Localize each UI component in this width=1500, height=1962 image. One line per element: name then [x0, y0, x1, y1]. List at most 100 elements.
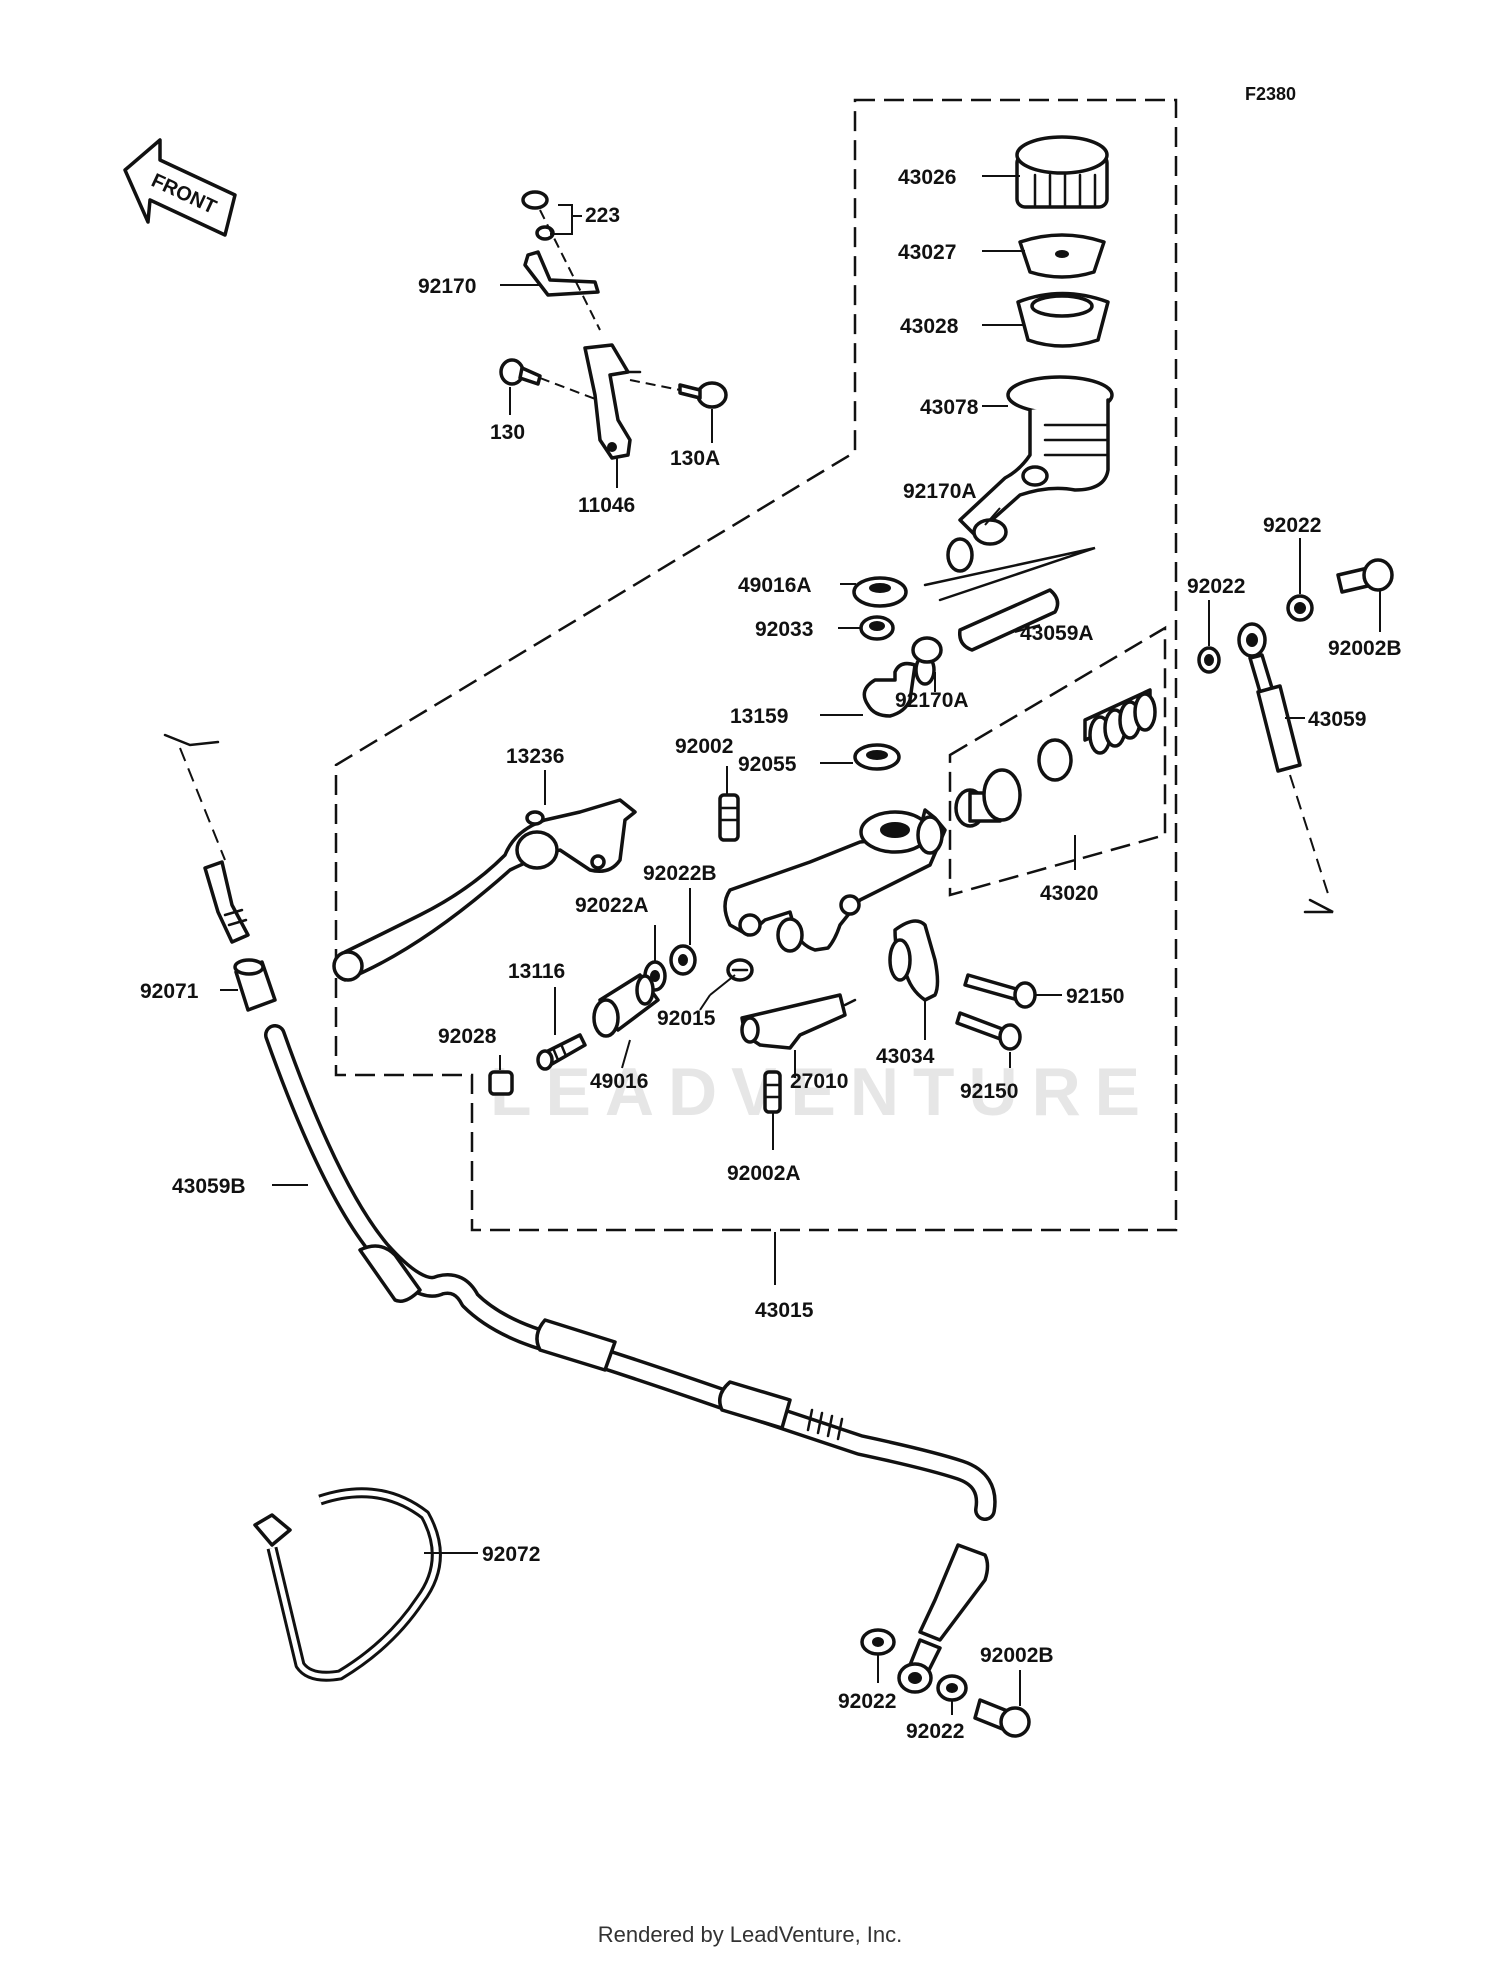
label-92002B-right: 92002B [1328, 637, 1402, 660]
bolt-92150-lower-part [955, 1011, 1022, 1051]
label-49016A: 49016A [738, 574, 812, 597]
label-92150-lower: 92150 [960, 1080, 1018, 1103]
clutch-lever-part [332, 798, 637, 982]
label-92002A: 92002A [727, 1162, 801, 1185]
cable-boot-92071-part [233, 958, 277, 1012]
label-92022-bottom-left: 92022 [838, 1690, 896, 1713]
hose-cut-marker [923, 546, 1096, 602]
cable-break-marker-left [163, 733, 220, 747]
label-130A: 130A [670, 447, 720, 470]
front-arrow-icon: FRONT [123, 138, 237, 237]
hose-clamp-lower-part [911, 636, 943, 664]
diaphragm-plate-part [1018, 233, 1106, 279]
watermark: LEADVENTURE [490, 1054, 1154, 1130]
assembly-line-130 [539, 377, 599, 401]
hose-break-marker-right [1303, 898, 1334, 914]
assembly-line-130A [629, 379, 681, 391]
label-92071: 92071 [140, 980, 199, 1003]
label-43015: 43015 [755, 1299, 814, 1322]
hose-end-lower-part [897, 1543, 990, 1694]
assembly-boundary-43015 [334, 98, 1178, 1232]
banjo-bolt-92002B-bottom-part [973, 1698, 1031, 1738]
kit-boundary-43020 [948, 625, 1167, 897]
pushrod-part [536, 1033, 587, 1071]
diaphragm-part [1016, 291, 1110, 348]
hose-clamp-upper-part [946, 518, 1008, 573]
grommet-part [852, 576, 908, 608]
screw-223-part [521, 190, 555, 241]
bolt-130-part [499, 358, 542, 386]
label-43059: 43059 [1308, 708, 1366, 731]
screw-92002A-part [763, 1070, 782, 1114]
bleeder-92002-part [718, 793, 740, 842]
label-92015: 92015 [657, 1007, 716, 1030]
part-labels: 43026 43027 43028 43078 92170A 49016A 92… [140, 166, 1402, 1743]
banjo-bolt-92002B-right-part [1336, 558, 1394, 594]
label-92055: 92055 [738, 753, 797, 776]
washer-92022B-part [669, 944, 697, 976]
washer-92022-bottom-left-part [860, 1628, 896, 1656]
label-92170A-upper: 92170A [903, 480, 977, 503]
clamp-43034-part [888, 919, 940, 1002]
cap-92028-part [488, 1070, 514, 1096]
label-92022-right-upper: 92022 [1263, 514, 1321, 537]
label-43059B: 43059B [172, 1175, 246, 1198]
cable-center-line [179, 747, 226, 861]
label-43026: 43026 [898, 166, 956, 189]
label-92170: 92170 [418, 275, 476, 298]
label-92072: 92072 [482, 1543, 540, 1566]
hose-elbow-part [862, 654, 936, 718]
label-92033: 92033 [755, 618, 813, 641]
label-92022-bottom-right: 92022 [906, 1720, 964, 1743]
label-43027: 43027 [898, 241, 956, 264]
washer-92022-right-upper-part [1286, 594, 1314, 622]
reservoir-hose-part [958, 588, 1060, 652]
clutch-hose-43059B-part [264, 1024, 997, 1521]
bracket-92170-part [523, 250, 600, 297]
label-92170A-lower: 92170A [895, 689, 969, 712]
label-13116: 13116 [508, 960, 565, 983]
label-130: 130 [490, 421, 525, 444]
label-13236: 13236 [506, 745, 564, 768]
label-43028: 43028 [900, 315, 959, 338]
secondary-cup-part [1037, 738, 1073, 782]
washer-92022-bottom-right-part [936, 1674, 968, 1702]
label-43020: 43020 [1040, 882, 1098, 905]
piston-part [954, 768, 1022, 828]
cable-end-fitting-part [203, 860, 250, 944]
label-92022A: 92022A [575, 894, 649, 917]
oring-92055-part [853, 743, 901, 771]
label-92022B-left: 92022B [643, 862, 717, 885]
label-92022-right-lower: 92022 [1187, 575, 1245, 598]
label-49016: 49016 [590, 1070, 648, 1093]
banjo-hose-43059-part [1237, 622, 1302, 773]
reservoir-cap-part [1015, 135, 1109, 209]
hose-center-line [1289, 774, 1331, 901]
label-92150-upper: 92150 [1066, 985, 1124, 1008]
label-92028: 92028 [438, 1025, 497, 1048]
pushrod-bushing-part [592, 973, 660, 1038]
assembly-line-223 [539, 209, 601, 331]
label-27010: 27010 [790, 1070, 848, 1093]
label-223: 223 [585, 204, 620, 227]
switch-27010-part [740, 993, 857, 1050]
master-cylinder-body-part [723, 808, 947, 953]
label-92002B-bottom: 92002B [980, 1644, 1054, 1667]
label-43059A: 43059A [1020, 622, 1094, 645]
render-credit: Rendered by LeadVenture, Inc. [597, 1922, 903, 1947]
bolt-130A-part [678, 381, 728, 409]
return-spring-part [1083, 688, 1157, 755]
bolt-92150-upper-part [963, 973, 1037, 1009]
label-11046: 11046 [578, 494, 635, 517]
washer-92022-right-lower-part [1197, 646, 1221, 674]
cable-tie-part [253, 1487, 442, 1682]
diagram-code: F2380 [1245, 84, 1296, 104]
bracket-11046-part [583, 343, 642, 460]
label-13159: 13159 [730, 705, 788, 728]
leader-lines [220, 175, 1381, 1715]
reservoir-part [958, 375, 1114, 537]
oring-92033-part [859, 615, 895, 641]
label-43078: 43078 [920, 396, 979, 419]
label-92002: 92002 [675, 735, 733, 758]
